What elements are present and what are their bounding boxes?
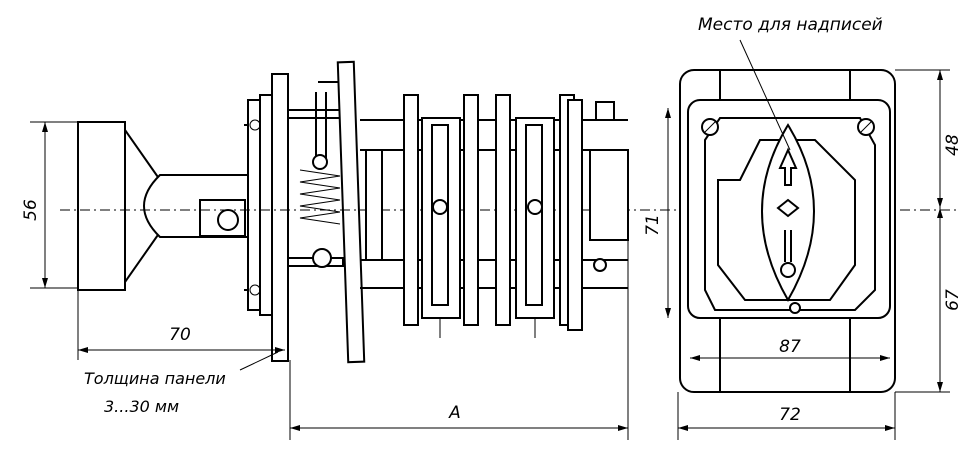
dimension-lines bbox=[30, 69, 950, 440]
dotted-area bbox=[704, 117, 876, 311]
title-label: Место для надписей bbox=[698, 15, 883, 35]
panel-thickness-label: Толщина панели bbox=[84, 369, 226, 388]
handle bbox=[761, 123, 815, 303]
dim-shaft-length: 70 bbox=[169, 325, 191, 345]
spring-assembly bbox=[287, 81, 350, 268]
contact-section-1 bbox=[403, 94, 479, 338]
dim-body-length: A bbox=[448, 403, 461, 423]
dim-plate-width: 87 bbox=[779, 337, 801, 357]
mounting-flange bbox=[244, 94, 277, 316]
front-view bbox=[679, 39, 896, 393]
front-plate bbox=[336, 60, 366, 364]
panel-thickness-value: 3...30 мм bbox=[104, 397, 179, 416]
knob bbox=[77, 121, 249, 291]
dim-frame-width: 72 bbox=[779, 405, 801, 425]
panel bbox=[271, 73, 289, 362]
dim-lower-height: 67 bbox=[943, 289, 963, 311]
dim-plate-height: 71 bbox=[643, 214, 663, 236]
contact-section-2 bbox=[495, 94, 575, 338]
dim-knob-height: 56 bbox=[21, 199, 41, 221]
dim-upper-height: 48 bbox=[943, 134, 963, 156]
side-view bbox=[60, 60, 960, 364]
